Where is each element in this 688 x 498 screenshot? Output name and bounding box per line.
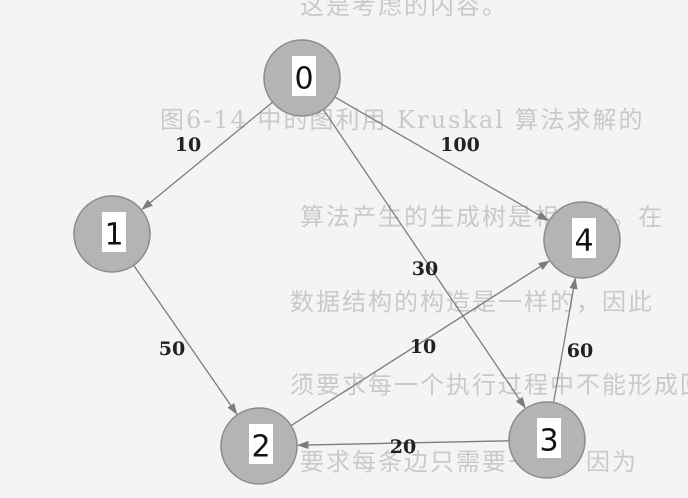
edge-weight-label: 10 (410, 336, 436, 358)
edge-weight-label: 10 (175, 134, 201, 156)
edge-weight-label: 30 (412, 258, 438, 280)
edge-1-2: 50 (133, 264, 238, 415)
background-text-line: 数据结构的构造是一样的，因此 (290, 288, 654, 316)
edge-3-2: 20 (296, 436, 510, 458)
background-text-layer: 这是考虑的内容。 图6-14 中的图利用 Kruskal 算法求解的 算法产生的… (160, 0, 688, 476)
node-label: 1 (104, 218, 123, 253)
edge-weight-label: 20 (390, 436, 416, 458)
node-3: 3 (508, 401, 586, 479)
node-2: 2 (220, 407, 298, 485)
node-4: 4 (543, 201, 621, 279)
edge-weight-label: 50 (159, 338, 185, 360)
edge-0-1: 10 (141, 101, 274, 210)
edge-arrow (290, 260, 551, 427)
node-1: 1 (73, 195, 151, 273)
edge-arrow (141, 101, 274, 210)
node-label: 2 (251, 430, 270, 465)
edge-3-4: 60 (552, 277, 593, 403)
node-label-box (537, 418, 561, 458)
edge-2-4: 10 (290, 260, 551, 427)
node-label-box (102, 212, 126, 252)
edge-arrow (552, 277, 578, 403)
edge-0-3: 30 (322, 109, 526, 409)
background-text-line: 要求每条边只需要一次，因为 (300, 448, 638, 476)
node-0: 0 (263, 39, 341, 117)
edge-arrow (322, 109, 526, 409)
node-label-box (249, 424, 273, 464)
edge-weight-label: 100 (440, 134, 480, 156)
background-text-line: 须要求每一个执行过程中不能形成回 (290, 371, 688, 399)
edges-layer: 10 100 30 50 10 20 60 (133, 96, 593, 458)
node-label-box (572, 218, 596, 258)
edge-arrow (296, 440, 510, 450)
edge-arrow (133, 264, 238, 415)
edge-weight-label: 60 (567, 340, 593, 362)
edge-0-4: 100 (334, 96, 550, 222)
background-text-line: 这是考虑的内容。 (300, 0, 508, 20)
background-text-line: 图6-14 中的图利用 Kruskal 算法求解的 (160, 106, 645, 134)
edge-arrow (334, 96, 550, 222)
nodes-layer: 0 1 2 3 4 (73, 39, 621, 485)
node-label-box (292, 56, 316, 96)
node-label: 4 (574, 224, 593, 259)
node-label: 0 (294, 62, 313, 97)
node-label: 3 (539, 424, 558, 459)
